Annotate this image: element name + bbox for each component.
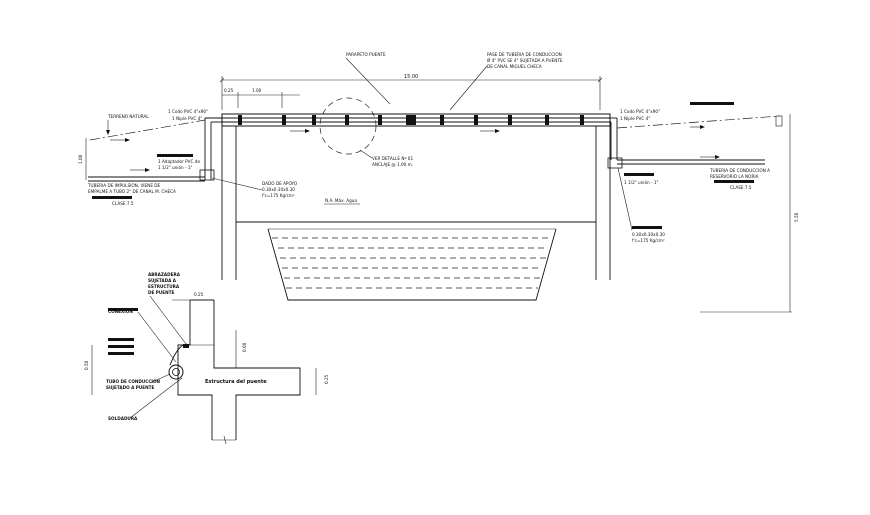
parapeto-leader xyxy=(345,57,391,105)
dado-1: DADO DE APOYO xyxy=(262,181,298,186)
pase-label-2: Ø 4" PVC SE 4" SUJETADA A PUENTE xyxy=(487,58,563,63)
dado-right-leader xyxy=(617,167,633,231)
clase-left: CLASE 7.5 xyxy=(112,201,134,206)
tuberia-right-1: TUBERIA DE CONDUCCION A xyxy=(709,168,770,173)
parapeto-label: PARAPETO PUENTE xyxy=(346,52,386,57)
tuberia-left-1: TUBERIA DE IMPULSION, VIENE DE xyxy=(87,183,161,188)
dado-2: 0.30x0.30x0.30 xyxy=(262,187,295,192)
ver-detalle-1: VER DETALLE Nº 01 xyxy=(372,156,413,161)
deck-anchors xyxy=(238,115,584,125)
terrain-line-left xyxy=(89,119,206,141)
pase-leader xyxy=(449,65,488,111)
outgoing-pipe xyxy=(617,159,765,165)
tuberia-right-2: RESERVORIO LA NORIA xyxy=(710,174,759,179)
codo-left-2: 1 Niple PVC 4" xyxy=(172,116,202,121)
detail-callout-circle xyxy=(319,97,377,155)
codo-left-1: 1 Codo PVC 4"x90° xyxy=(168,109,208,114)
conexion-label: CONEXIÓN xyxy=(108,309,133,314)
pase-label-3: DE CANAL MIGUEL CHECA xyxy=(487,64,542,69)
offset-value: 0.25 xyxy=(224,88,234,93)
detail-mid-dim: 0.60 xyxy=(242,342,247,352)
water-hatch xyxy=(272,237,552,289)
dado-3: f'c=175 Kg/cm² xyxy=(262,193,295,198)
codo-right-2: 1 Niple PVC 4" xyxy=(620,116,650,121)
terreno-right-bar xyxy=(690,102,734,105)
left-abutment xyxy=(221,126,237,280)
dado-right-1: 0.30x0.30x0.30 xyxy=(632,232,665,237)
detail-top-dim: 0.25 xyxy=(194,292,204,297)
reduccion-bar xyxy=(157,154,193,157)
bridge-deck xyxy=(221,113,611,133)
ver-detalle-2: ANCLAJE @ 1.00 m. xyxy=(372,162,413,167)
detail-01: 0.25 0.60 0.50 0.25 Estructura del puent… xyxy=(84,272,329,445)
incoming-pipe xyxy=(88,176,205,182)
detail-left-dim: 0.50 xyxy=(84,360,89,370)
offset-dimensions: 0.25 1.00 xyxy=(222,88,300,108)
channel xyxy=(236,221,596,301)
tubo-2: SUJETADO A PUENTE xyxy=(106,385,154,390)
terrain-line-right xyxy=(616,115,781,129)
right-height-value: 5.50 xyxy=(794,212,799,222)
tuberia-left-2: EMPALME A TUBO 2" DE CANAL M. CHECA xyxy=(88,189,176,194)
abrazadera-2: SUJETADA A xyxy=(148,278,177,283)
clase-right: CLASE 7.5 xyxy=(730,185,752,190)
segment-value: 1.00 xyxy=(252,88,262,93)
pase-label-1: PASE DE TUBERIA DE CONDUCCION xyxy=(487,52,562,57)
reduccion-2: 1 1/2" unión - 1" xyxy=(158,165,193,170)
soldadura-label: SOLDADURA xyxy=(108,416,138,421)
abrazadera-1: ABRAZADERA xyxy=(148,272,181,277)
abrazadera-3: ESTRUCTURA xyxy=(148,284,180,289)
reduccion-1: 1 Adaptador PVC de xyxy=(158,159,200,164)
abrazadera-4: DE PUENTE xyxy=(148,290,174,295)
union-right: 1 1/2" unión - 1" xyxy=(624,180,659,185)
left-height-value: 1.00 xyxy=(78,154,83,164)
detail-leader xyxy=(359,149,373,159)
span-dimension: 15.00 xyxy=(219,74,603,110)
pipe-section xyxy=(168,364,184,380)
left-riser-pipe xyxy=(199,117,222,181)
dado-leader xyxy=(211,177,263,191)
right-abutment xyxy=(595,126,611,280)
tubo-1: TUBO DE CONDUCCIÓN xyxy=(106,379,161,384)
span-value: 15.00 xyxy=(404,74,418,80)
nivel-agua-label: N.A. Máx. Agua xyxy=(325,198,357,203)
terreno-label: TERRENO NATURAL xyxy=(107,114,149,119)
right-riser-pipe xyxy=(607,117,623,169)
dado-right-2: f'c=175 Kg/cm² xyxy=(632,238,665,243)
estructura-label: Estructura del puente xyxy=(205,379,267,385)
codo-right-1: 1 Codo PVC 4"x90° xyxy=(620,109,660,114)
detail-right-dim: 0.25 xyxy=(324,374,329,384)
